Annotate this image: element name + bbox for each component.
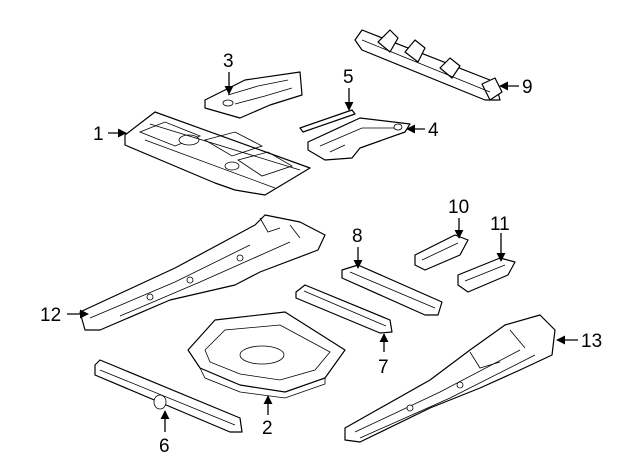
part-11-bracket [457, 257, 516, 293]
callout-9: 9 [522, 77, 533, 98]
callout-11: 11 [490, 214, 510, 235]
part-12-side-frame [79, 214, 326, 331]
part-7-rail [295, 284, 393, 334]
callout-labels: 1 2 3 4 5 6 7 8 9 10 11 12 13 [40, 51, 602, 457]
callout-3: 3 [223, 51, 234, 72]
callout-4: 4 [428, 120, 439, 141]
callout-2: 2 [262, 418, 273, 439]
part-3-floor-section [204, 71, 303, 119]
part-13-side-frame [344, 314, 556, 443]
callout-7: 7 [378, 357, 389, 378]
callout-10: 10 [448, 197, 469, 218]
part-10-bracket [414, 234, 469, 271]
part-2-spare-tire-well [187, 311, 346, 399]
callout-13: 13 [581, 331, 602, 352]
part-5-bar [299, 109, 356, 133]
callout-5: 5 [343, 67, 354, 88]
callout-8: 8 [352, 226, 363, 247]
callout-1: 1 [93, 124, 104, 145]
part-1-floor-pan [124, 111, 311, 196]
part-9-cross-member [354, 29, 503, 101]
callout-6: 6 [159, 436, 170, 457]
leader-lines [67, 72, 578, 432]
part-6-cross-rail [94, 359, 243, 433]
callout-12: 12 [40, 305, 61, 326]
part-4-floor-section [307, 117, 411, 161]
